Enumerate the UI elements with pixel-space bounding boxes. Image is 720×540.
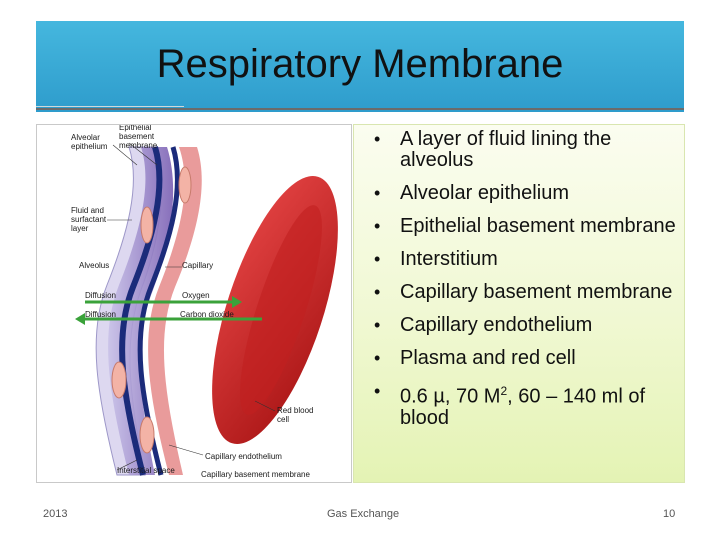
- page-number: 10: [663, 508, 676, 520]
- title-rule-accent: [36, 106, 184, 107]
- label-capillary-basement: Capillary basement membrane: [201, 470, 310, 479]
- measurement-superscript: 2: [500, 384, 508, 398]
- footer-year: 2013: [43, 508, 68, 520]
- oxygen-arrow-head: [232, 296, 242, 308]
- label-capillary-endothelium: Capillary endothelium: [205, 452, 282, 461]
- bullet-item: Interstitium: [366, 249, 678, 271]
- bullet-item: Capillary endothelium: [366, 315, 678, 337]
- bullet-item: Alveolar epithelium: [366, 183, 678, 205]
- epithelial-nucleus-2: [111, 361, 127, 399]
- label-carbon-dioxide: Carbon dioxide: [180, 310, 234, 319]
- slide-title: Respiratory Membrane: [156, 42, 564, 86]
- red-blood-cell-center: [240, 205, 322, 415]
- basement-membrane-line-1: [119, 146, 163, 476]
- label-diffusion-2: Diffusion: [85, 310, 116, 319]
- leader-lines: [107, 142, 276, 471]
- bullet-item-measurements: 0.6 µ, 70 M2, 60 – 140 ml of blood: [366, 381, 678, 429]
- bullet-item: A layer of fluid lining the alveolus: [366, 129, 678, 171]
- measurement-text-end: , 60 – 140 ml of blood: [400, 385, 646, 429]
- endothelial-nucleus-1: [178, 166, 192, 204]
- label-interstitial-space: Interstitial space: [117, 466, 175, 475]
- basement-membrane-line-2: [137, 146, 180, 476]
- label-diffusion-1: Diffusion: [85, 291, 116, 300]
- bullet-list: A layer of fluid lining the alveolus Alv…: [366, 129, 678, 441]
- footer-topic: Gas Exchange: [327, 508, 400, 520]
- label-capillary: Capillary: [182, 261, 213, 270]
- measurement-text: 0.6 µ, 70 M: [400, 385, 501, 408]
- capillary-wall: [148, 147, 202, 475]
- label-alveolus: Alveolus: [79, 261, 109, 270]
- title-bar: [36, 21, 684, 112]
- bullet-item: Epithelial basement membrane: [366, 216, 678, 238]
- label-oxygen: Oxygen: [182, 291, 210, 300]
- endothelial-nucleus-2: [139, 416, 155, 454]
- bullet-item: Plasma and red cell: [366, 348, 678, 370]
- co2-arrow-head: [75, 313, 85, 325]
- title-rule: [36, 108, 684, 110]
- bullet-item: Capillary basement membrane: [366, 282, 678, 304]
- epithelial-nucleus-1: [140, 206, 154, 244]
- bullet-panel: A layer of fluid lining the alveolus Alv…: [353, 124, 685, 483]
